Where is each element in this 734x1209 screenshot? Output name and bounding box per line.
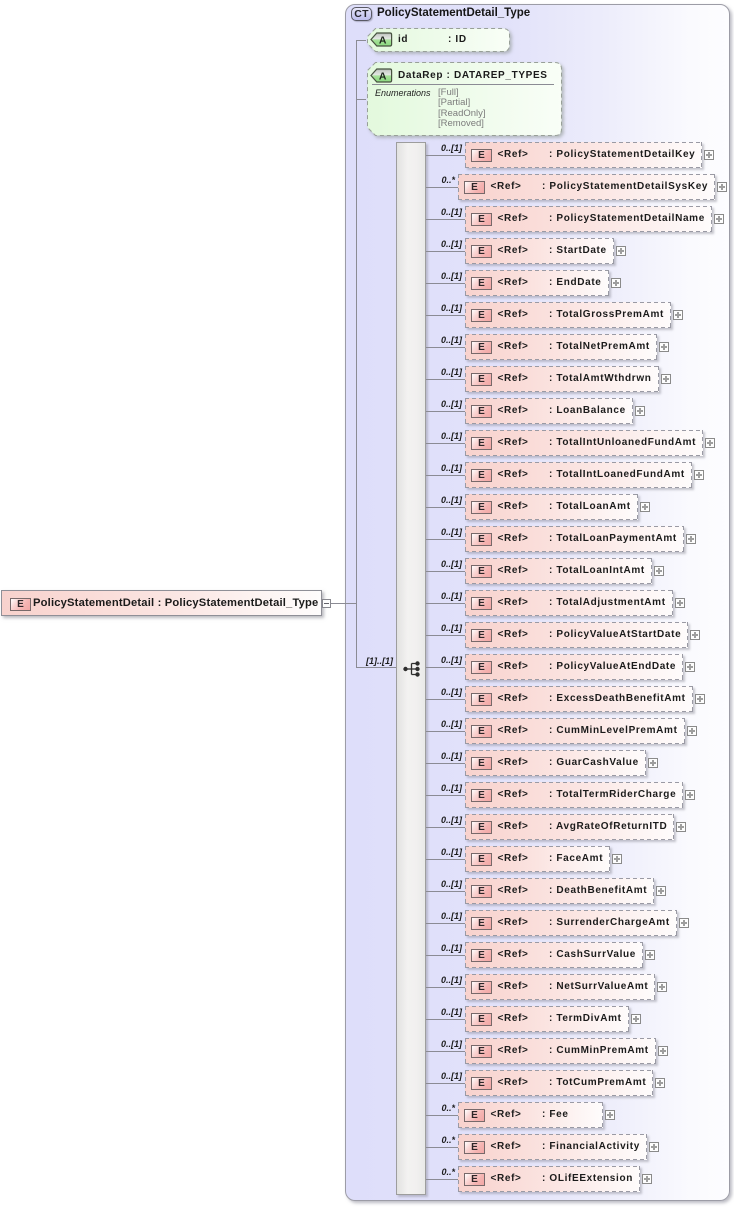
svg-text:A: A	[379, 34, 387, 46]
svg-text:A: A	[379, 70, 387, 82]
